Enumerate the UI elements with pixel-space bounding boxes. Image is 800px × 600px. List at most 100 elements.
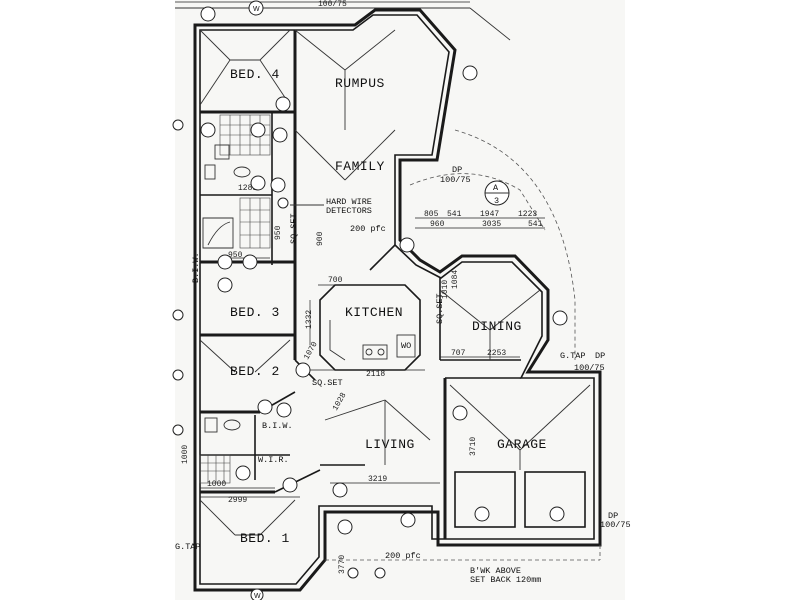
window-symbol: [242, 254, 258, 270]
dim-3710: 3710: [469, 437, 478, 456]
note-sqset-b: SQ.SET: [289, 213, 299, 244]
window-symbol: [235, 465, 251, 481]
window-symbol: [282, 477, 298, 493]
room-biw-upper: B.I.W.: [191, 252, 201, 283]
room-living: LIVING: [365, 437, 415, 452]
outer-walls: [193, 8, 602, 592]
window-symbol: [272, 127, 288, 143]
window-symbol: [217, 277, 233, 293]
window-symbol: [200, 122, 216, 138]
window-symbol: [400, 512, 416, 528]
dim-2118: 2118: [366, 370, 385, 379]
window-symbol: [332, 482, 348, 498]
dim-805: 805: [424, 210, 439, 219]
window-symbols: W W: [172, 0, 568, 600]
dim-3770: 3770: [338, 555, 347, 574]
dim-950-a: 950: [228, 251, 243, 260]
window-symbol: [474, 506, 490, 522]
room-garage: GARAGE: [497, 437, 547, 452]
window-symbol: [552, 310, 568, 326]
plan-sheet: [175, 0, 625, 600]
dim-3219: 3219: [368, 475, 387, 484]
window-symbol: [200, 6, 216, 22]
note-dp-right: DP: [608, 511, 618, 521]
dim-2999: 2999: [228, 496, 247, 505]
note-dp-right-size: 100/75: [600, 520, 631, 530]
dim-541: 541: [447, 210, 462, 219]
slab-edge: [325, 7, 601, 561]
dim-707: 707: [451, 349, 466, 358]
room-wir: W.I.R.: [258, 455, 289, 465]
dim-1947: 1947: [480, 210, 499, 219]
dim-700: 700: [328, 276, 343, 285]
window-symbol: [549, 506, 565, 522]
roof-hip-lines: [199, 29, 591, 536]
dim-1285: 1285: [238, 184, 257, 193]
room-rumpus: RUMPUS: [335, 76, 385, 91]
window-symbol: [276, 402, 292, 418]
room-bed3: BED. 3: [230, 305, 280, 320]
section-marker: A 3: [484, 180, 510, 206]
section-letter: A: [493, 183, 499, 193]
window-symbol: [270, 177, 286, 193]
note-200pfc-bottom: 200 pfc: [385, 551, 421, 561]
window-symbol: [257, 399, 273, 415]
room-family: FAMILY: [335, 159, 385, 174]
detector-symbol: [277, 197, 289, 209]
window-symbol: [250, 588, 264, 600]
room-dining: DINING: [472, 319, 522, 334]
note-wo: WO: [401, 341, 411, 351]
garage-bays: [454, 471, 586, 528]
dim-960: 960: [430, 220, 445, 229]
note-dp-top: DP: [452, 165, 462, 175]
note-dp-mid: DP: [595, 351, 605, 361]
kitchen-island: [319, 284, 421, 371]
room-kitchen: KITCHEN: [345, 305, 403, 320]
note-sqset-a: SQ.SET: [312, 378, 343, 388]
window-symbol: [172, 309, 184, 321]
room-bed2: BED. 2: [230, 364, 280, 379]
room-bed1: BED. 1: [240, 531, 290, 546]
window-symbol: [217, 254, 233, 270]
window-symbol: [295, 362, 311, 378]
section-number: 3: [494, 196, 499, 206]
dim-1010: 1010: [441, 280, 450, 299]
note-gtap: G.TAP: [560, 351, 586, 361]
dim-2253: 2253: [487, 349, 506, 358]
note-bwk-above: B'WK ABOVE: [470, 566, 521, 576]
window-symbol: [337, 519, 353, 535]
bath-fixtures: [202, 144, 251, 433]
window-symbol: [275, 96, 291, 112]
window-symbol: [250, 175, 266, 191]
window-symbol: [172, 424, 184, 436]
dim-900: 900: [316, 231, 325, 246]
window-symbol: [399, 237, 415, 253]
dim-541b: 541: [528, 220, 543, 229]
dim-1000b: 1000: [181, 445, 190, 464]
room-bed4: BED. 4: [230, 67, 280, 82]
note-hard-wire: HARD WIRE: [326, 197, 372, 207]
dim-1332: 1332: [305, 310, 314, 329]
dim-1223: 1223: [518, 210, 537, 219]
dim-950-b: 950: [274, 225, 283, 240]
note-dp-mid-size: 100/75: [574, 363, 605, 373]
window-symbol: [248, 0, 264, 16]
dim-3035: 3035: [482, 220, 501, 229]
note-gtap-left: G.TAP: [175, 542, 201, 552]
note-bwk-setback: SET BACK 120mm: [470, 575, 541, 585]
window-symbol: [452, 405, 468, 421]
room-biw-lower: B.I.W.: [262, 421, 293, 431]
dim-1084: 1084: [451, 270, 460, 289]
note-sqset-c: SQ.SET: [435, 293, 445, 324]
window-label-top: W: [253, 6, 260, 13]
window-symbol: [462, 65, 478, 81]
note-detectors: DETECTORS: [326, 206, 372, 216]
window-symbol: [250, 122, 266, 138]
tap-marker: [347, 567, 386, 579]
note-200pfc-top: 200 pfc: [350, 224, 386, 234]
top-dim-label: 100/75: [318, 0, 347, 9]
dim-1000: 1000: [207, 480, 226, 489]
window-symbol: [172, 369, 184, 381]
window-symbol: [172, 119, 184, 131]
